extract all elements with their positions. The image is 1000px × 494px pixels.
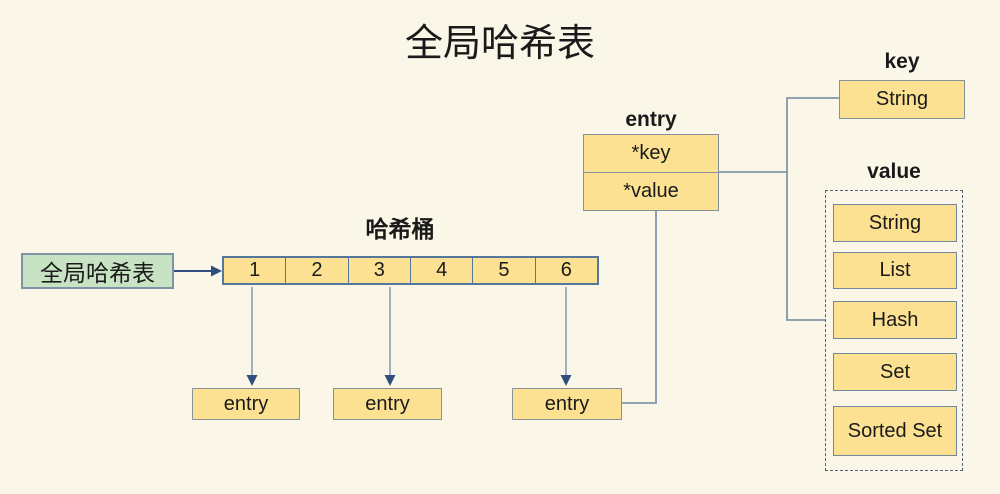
entry-detail-label: entry [625,108,677,131]
value-type-sorted-set: Sorted Set [833,406,957,456]
bucket-cell-5: 5 [473,258,536,283]
value-type-string: String [833,204,957,242]
connector-entry-to-key-value-bracket [719,97,839,321]
bucket-cell-2: 2 [286,258,349,283]
hash-bucket-row: 1 2 3 4 5 6 [222,256,599,285]
entry-key-field: *key [584,135,718,173]
connector-entry3-to-value-field [622,211,657,404]
arrowhead-down-icon [384,375,396,386]
bucket-cell-1: 1 [224,258,287,283]
bucket-cell-4: 4 [411,258,474,283]
bucket-label: 哈希桶 [365,216,435,242]
value-type-hash: Hash [833,301,957,339]
value-group-label: value [867,160,921,183]
diagram-title: 全局哈希表 [404,23,595,65]
entry-box-3: entry [512,388,622,420]
entry-value-field: *value [623,180,679,202]
bucket-cell-3: 3 [349,258,411,283]
arrow-bucket1-to-entry [246,287,258,386]
value-types-panel: String List Hash Set Sorted Set [825,190,963,471]
key-group-label: key [884,50,920,73]
global-hash-table-box: 全局哈希表 [21,253,174,289]
arrowhead-down-icon [246,375,258,386]
arrow-bucket6-to-entry [560,287,572,386]
value-type-set: Set [833,353,957,391]
arrowhead-right-icon [211,265,222,277]
arrow-bucket3-to-entry [384,287,396,386]
bucket-cell-6: 6 [560,259,572,281]
value-type-list: List [833,252,957,289]
entry-detail-box: *key *value [583,134,719,211]
entry-box-2: entry [333,388,442,420]
entry-box-1: entry [192,388,300,420]
arrowhead-down-icon [560,375,572,386]
arrow-global-to-bucket [174,265,222,277]
key-type-box: String [839,80,965,119]
